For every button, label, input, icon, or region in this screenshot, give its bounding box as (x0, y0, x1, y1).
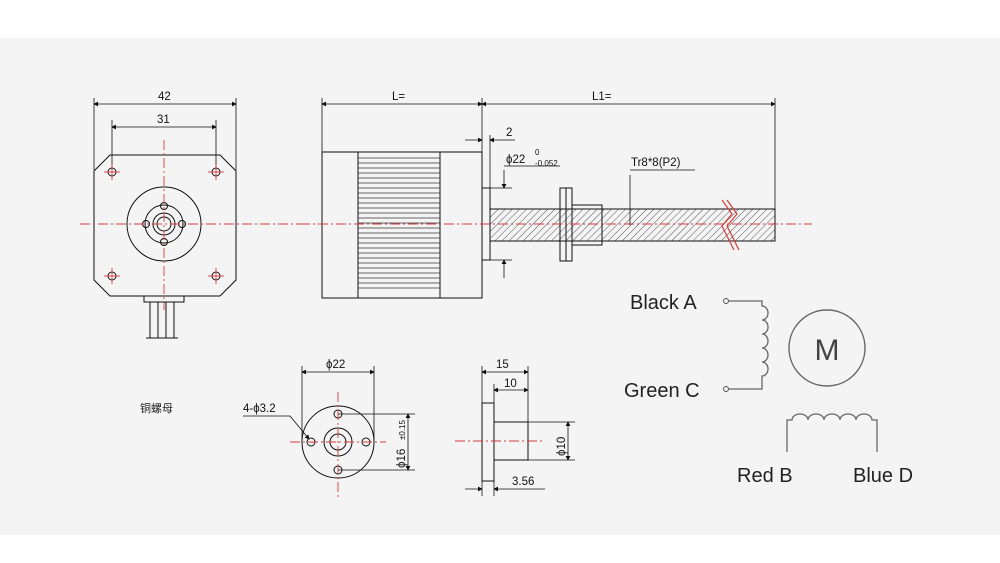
motor-front-view: 42 31 (80, 91, 310, 339)
dim-width: 42 (158, 91, 171, 103)
cooling-fins (358, 157, 440, 289)
motor-symbol: M (815, 334, 840, 367)
thread-spec: Tr8*8(P2) (631, 157, 681, 169)
nut-side-view: 15 10 ϕ10 3.56 (455, 359, 575, 496)
nut-front-view: 铜螺母 ϕ22 4-ϕ3.2 ϕ16 ±0.15 (140, 359, 415, 500)
nut-dim-pcd: ϕ16 (396, 449, 408, 468)
wire-green-label: Green C (624, 380, 700, 402)
wire-black-label: Black A (630, 292, 697, 314)
mounting-holes (104, 164, 224, 284)
nut-dim-sleeve-dia: ϕ10 (556, 437, 568, 456)
wire-blue-label: Blue D (853, 465, 913, 487)
dim-body-length: L= (392, 91, 405, 103)
nut-dim-diameter: ϕ22 (326, 359, 345, 371)
nut-dim-sleeve: 10 (504, 378, 517, 390)
wiring-diagram: Black A Green C Red B Blue D M (624, 292, 913, 487)
nut-label: 铜螺母 (140, 401, 173, 415)
dim-boss-tol-upper: 0 (535, 148, 540, 157)
nut-dim-flange: 3.56 (512, 476, 534, 488)
drawing-sheet (0, 38, 1000, 535)
dim-shaft-length: L1= (592, 91, 612, 103)
dim-boss-height: 2 (506, 127, 512, 139)
dim-hole-spacing: 31 (157, 114, 170, 126)
motor-side-view: L= L1= 2 ϕ22 0 -0.052 Tr8*8(P2) (300, 91, 812, 299)
wire-red-label: Red B (737, 465, 793, 487)
nut-dim-pcd-tol: ±0.15 (398, 419, 407, 440)
dim-boss-tol-lower: -0.052 (535, 159, 558, 168)
nut-dim-length: 15 (496, 359, 509, 371)
nut-dim-holes: 4-ϕ3.2 (243, 403, 276, 415)
dim-boss-diameter: ϕ22 (506, 154, 525, 166)
